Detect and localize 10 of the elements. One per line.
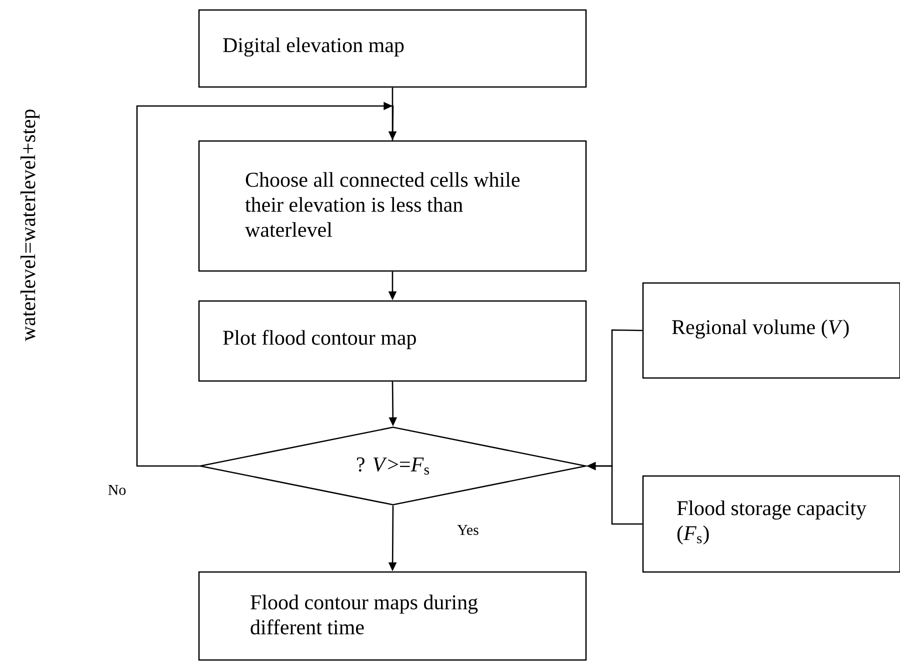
process-box: Choose all connected cells while their elevation is less than waterlevel — [198, 140, 587, 272]
edge-label: Yes — [456, 524, 480, 536]
process-box: Flood storage capacity (F$_{s}$) — [642, 475, 900, 573]
process-box: Digital elevation map — [198, 9, 587, 88]
process-box: Plot flood contour map — [198, 300, 587, 382]
loop-label: waterlevel=waterlevel+step — [20, 110, 40, 342]
process-box: Flood contour maps during different time — [198, 571, 587, 661]
arrow — [136, 102, 394, 467]
edge-label: No — [106, 484, 128, 496]
process-box: Regional volume (V) — [642, 282, 900, 379]
